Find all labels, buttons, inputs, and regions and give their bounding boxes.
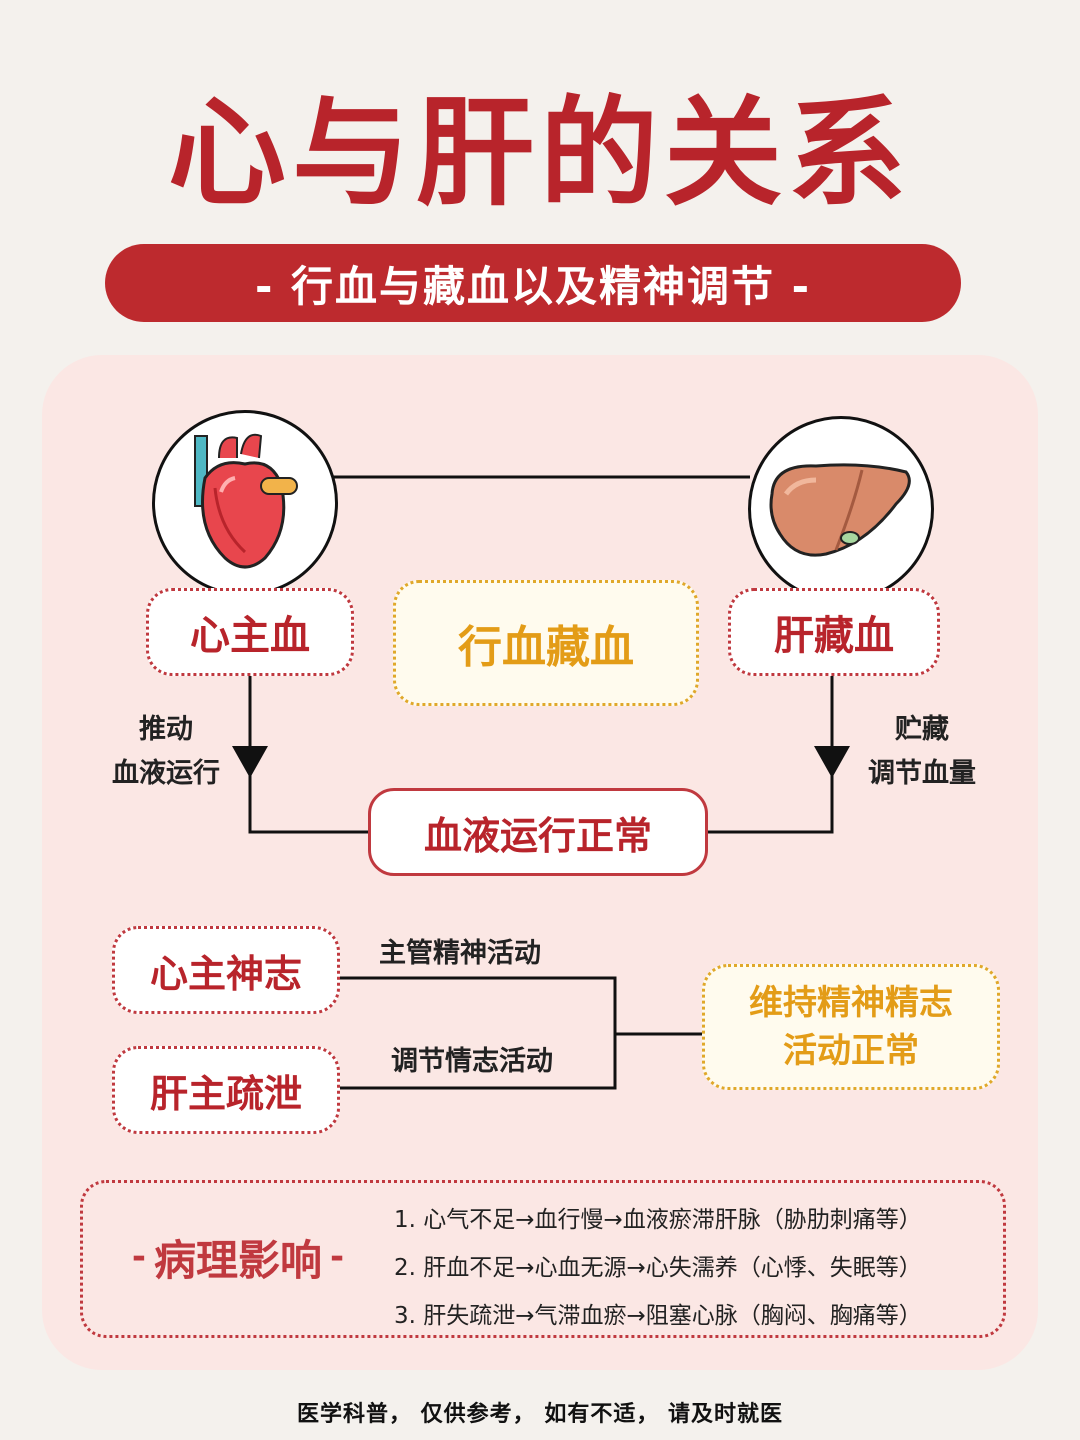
pathology-item: 3. 肝失疏泄→气滞血瘀→阻塞心脉（胸闷、胸痛等） (394, 1303, 922, 1329)
heart-spirit-label: 心主神志 (149, 951, 302, 996)
pathology-item: 2. 肝血不足→心血无源→心失濡养（心悸、失眠等） (394, 1255, 922, 1281)
right-arrow (814, 746, 850, 778)
right-blood-path (706, 676, 834, 834)
spirit-result-line1: 维持精神精志 (749, 983, 953, 1023)
left-action-line2: 血液运行 (112, 758, 220, 789)
pathology-box (80, 1180, 1006, 1338)
pathology-dash-left: - (131, 1237, 146, 1277)
liver-spirit-box: 肝主疏泄 (112, 1046, 340, 1134)
blood-center-box: 行血藏血 (393, 580, 699, 706)
liver-blood-label: 肝藏血 (774, 613, 894, 659)
page-title: 心与肝的关系 (167, 84, 912, 222)
left-action-label: 推动 血液运行 (100, 708, 232, 796)
liver-spirit-action: 调节情志活动 (391, 1046, 553, 1077)
liver-icon (769, 463, 911, 557)
blood-center-label: 行血藏血 (458, 622, 634, 673)
heart-spirit-box: 心主神志 (112, 926, 340, 1014)
subtitle-banner: - 行血与藏血以及精神调节 - (105, 244, 961, 322)
pathology-title-text: 病理影响 (153, 1235, 322, 1285)
right-action-line1: 贮藏 (895, 714, 949, 745)
liver-blood-box: 肝藏血 (728, 588, 940, 676)
heart-spirit-action: 主管精神活动 (379, 938, 541, 969)
pathology-title: - 病理影响 - (108, 1222, 368, 1292)
right-action-label: 贮藏 调节血量 (856, 708, 988, 796)
spirit-result-line2: 活动正常 (783, 1031, 919, 1071)
pathology-list: 1. 心气不足→血行慢→血液瘀滞肝脉（胁肋刺痛等） 2. 肝血不足→心血无源→心… (394, 1196, 994, 1340)
heart-blood-box: 心主血 (146, 588, 354, 676)
heart-icon (194, 433, 298, 569)
left-blood-path (248, 676, 372, 834)
left-action-line1: 推动 (139, 714, 193, 745)
spirit-result-box: 维持精神精志 活动正常 (702, 964, 1000, 1090)
heart-blood-label: 心主血 (190, 613, 310, 659)
footer-disclaimer: 医学科普， 仅供参考， 如有不适， 请及时就医 (297, 1402, 783, 1427)
liver-circle (748, 416, 934, 602)
blood-result-box: 血液运行正常 (368, 788, 708, 876)
liver-spirit-label: 肝主疏泄 (149, 1071, 302, 1116)
blood-result-label: 血液运行正常 (423, 813, 652, 858)
left-arrow (232, 746, 268, 778)
right-action-line2: 调节血量 (868, 758, 976, 789)
subtitle-text: - 行血与藏血以及精神调节 - (254, 261, 812, 311)
pathology-item: 1. 心气不足→血行慢→血液瘀滞肝脉（胁肋刺痛等） (394, 1207, 922, 1233)
pathology-dash-right: - (330, 1237, 345, 1277)
heart-circle (152, 410, 338, 596)
